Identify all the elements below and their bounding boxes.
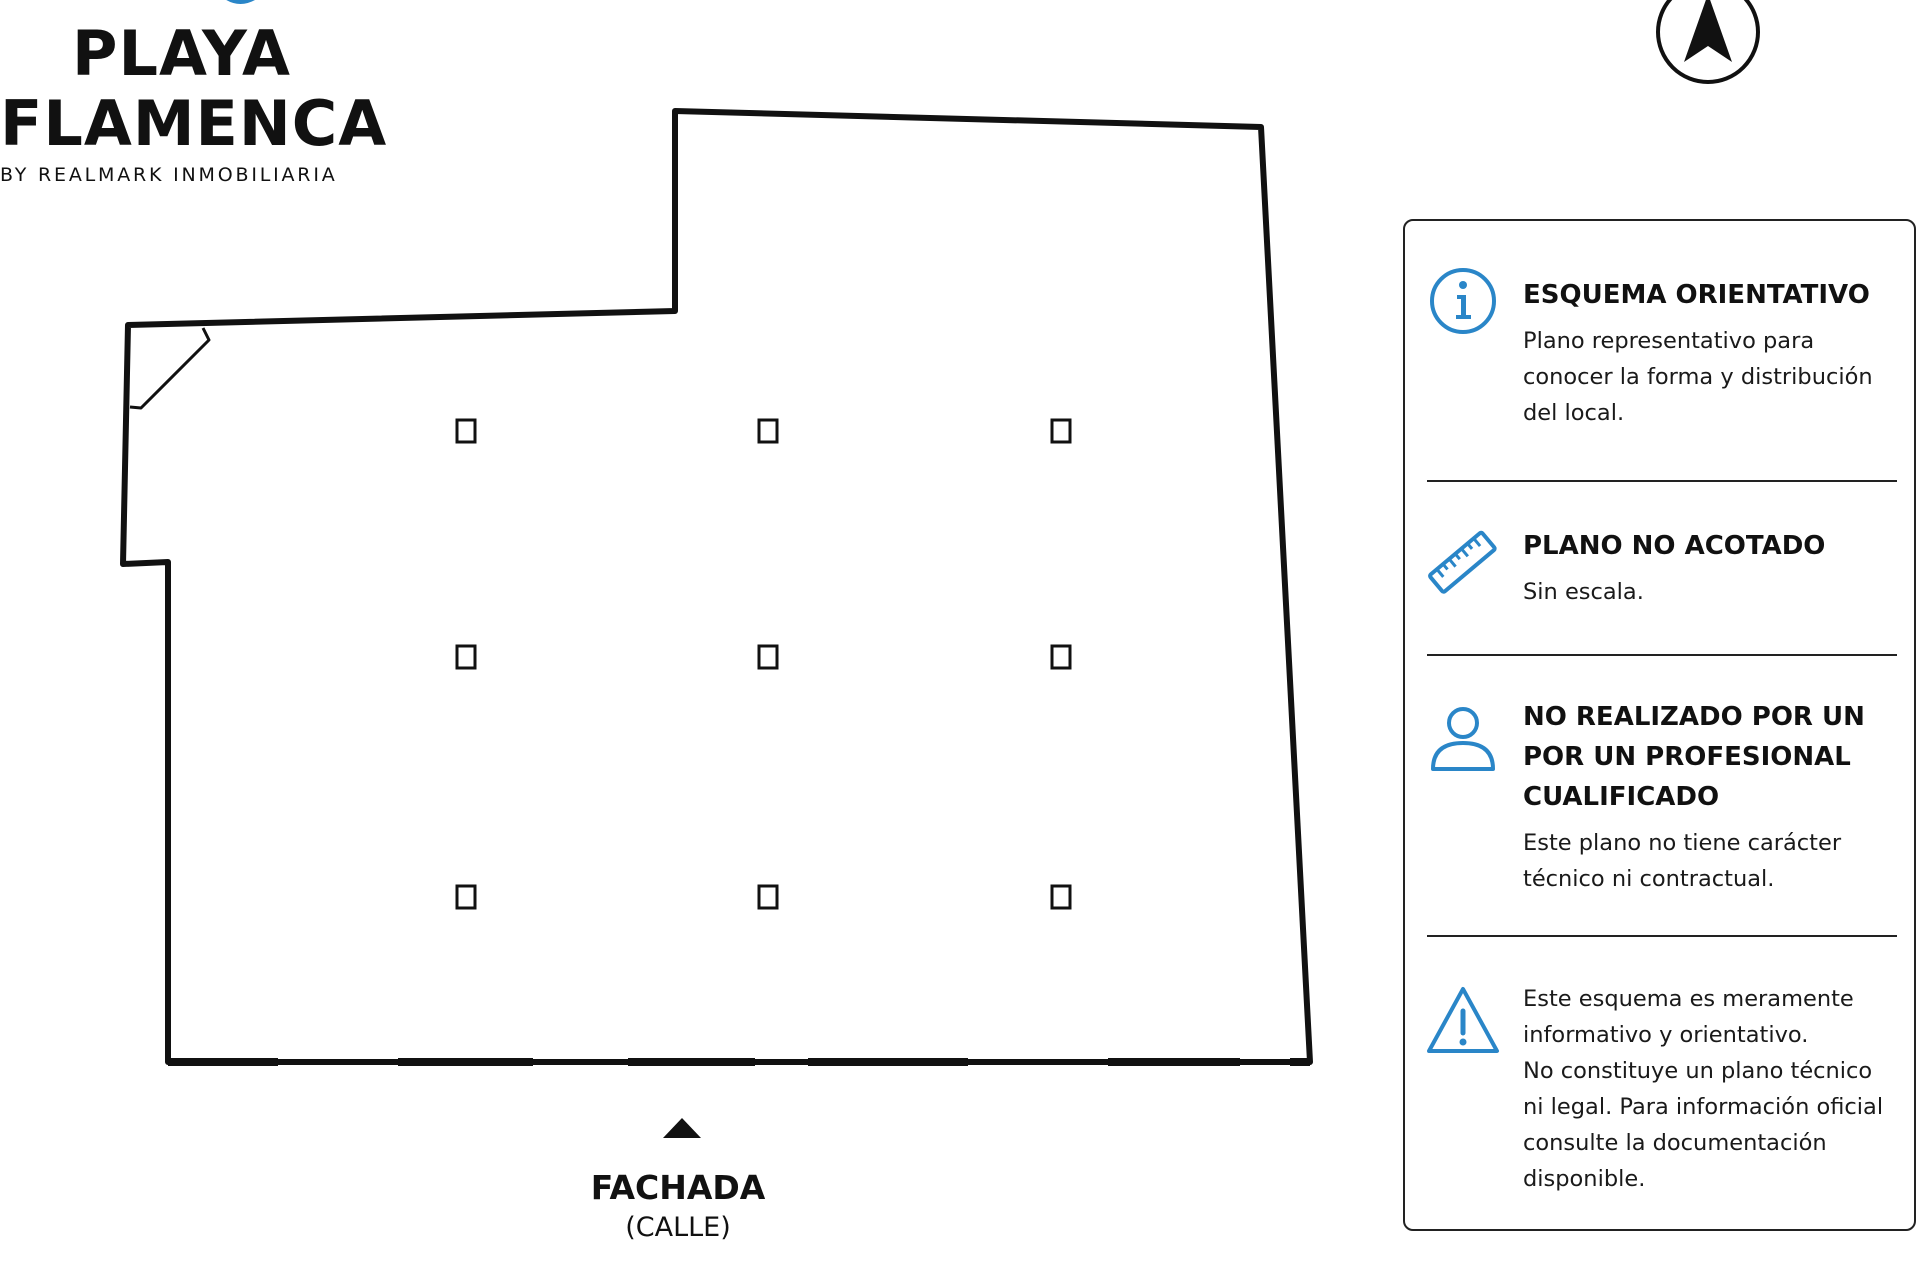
section-divider	[1427, 480, 1897, 482]
section-body: Plano representativo para conocer la for…	[1523, 328, 1873, 426]
section-divider	[1427, 935, 1897, 937]
section-title: NO REALIZADO POR UN POR UN PROFESIONAL C…	[1523, 702, 1865, 812]
facade-label: FACHADA	[590, 1168, 766, 1207]
column	[1050, 418, 1072, 444]
brand-name-line2: FLAMENCA	[0, 87, 388, 160]
triangle-up-icon	[663, 1118, 701, 1138]
column	[455, 644, 477, 670]
column	[757, 644, 779, 670]
north-arrow-icon	[1656, 0, 1760, 84]
section-title: ESQUEMA ORIENTATIVO	[1523, 280, 1870, 310]
info-panel: ESQUEMA ORIENTATIVO Plano representativo…	[1403, 219, 1916, 1231]
column	[757, 884, 779, 910]
floor-plan	[120, 108, 1313, 1138]
brand-tagline: BY REALMARK INMOBILIARIA	[0, 164, 338, 186]
facade-sublabel: (CALLE)	[625, 1212, 731, 1243]
section-body: Este plano no tiene carácter técnico ni …	[1523, 830, 1842, 892]
plan-outline	[120, 108, 1313, 1065]
column	[757, 418, 779, 444]
column	[1050, 884, 1072, 910]
section-body: Este esquema es meramente informativo y …	[1523, 986, 1884, 1192]
structural-columns	[455, 418, 1072, 910]
section-divider	[1427, 654, 1897, 656]
warning-icon	[1427, 987, 1499, 1053]
ruler-icon	[1428, 530, 1497, 594]
column	[455, 884, 477, 910]
column	[455, 418, 477, 444]
section-body: Sin escala.	[1523, 579, 1644, 605]
brand-logo: PLAYA FLAMENCA BY REALMARK INMOBILIARIA	[0, 0, 400, 190]
info-icon	[1430, 268, 1496, 334]
user-icon	[1431, 707, 1495, 771]
brand-name-line1: PLAYA	[72, 17, 291, 90]
column	[1050, 644, 1072, 670]
section-title: PLANO NO ACOTADO	[1523, 531, 1826, 561]
